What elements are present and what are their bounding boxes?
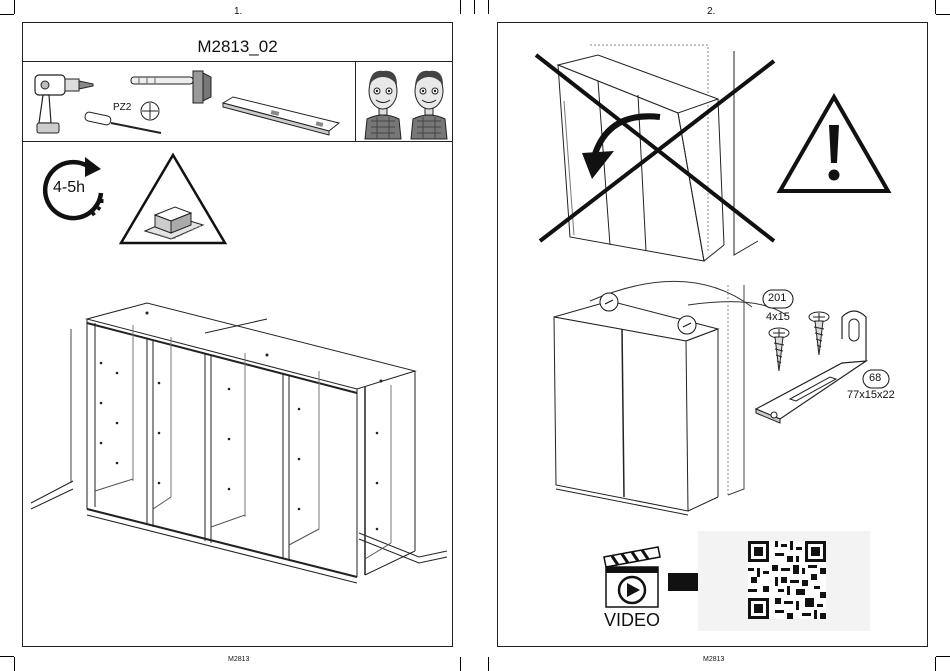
part-68-number: 68 xyxy=(869,372,881,384)
page-1-panel: M2813_02 PZ2 xyxy=(22,22,453,647)
phillips-bit-icon xyxy=(139,100,161,122)
model-title: M2813_02 xyxy=(23,37,452,57)
tipping-wardrobe-crossed-drawing xyxy=(528,41,798,271)
page-number: 1. xyxy=(234,6,242,17)
assembly-time: 4-5h xyxy=(53,179,85,197)
assembler-person-icon xyxy=(361,65,405,139)
assembler-person-icon xyxy=(407,65,451,139)
clapperboard-icon xyxy=(602,543,662,609)
spirit-level-icon xyxy=(221,95,341,137)
page-2-panel: 201 4x15 68 77x15x22 VIDEO xyxy=(497,22,928,647)
part-68-size: 77x15x22 xyxy=(847,389,895,401)
wardrobe-carcass-drawing xyxy=(29,293,449,583)
video-label: VIDEO xyxy=(604,610,660,631)
page-footer: M2813 xyxy=(703,656,724,663)
exclamation-warning-icon xyxy=(776,93,892,195)
qr-code-icon[interactable] xyxy=(748,541,826,619)
page-footer: M2813 xyxy=(228,656,249,663)
angle-bracket-icon xyxy=(750,303,880,423)
page-number: 2. xyxy=(707,6,715,17)
carpet-warning-icon xyxy=(117,151,229,247)
